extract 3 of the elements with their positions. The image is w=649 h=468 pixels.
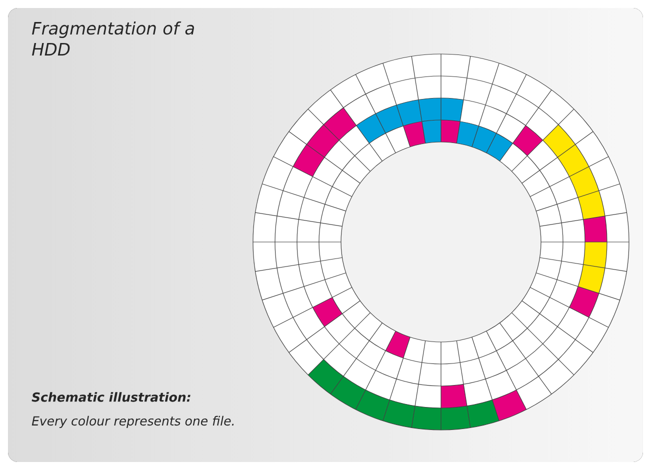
note: Every colour represents one file. bbox=[32, 416, 234, 428]
title: Fragmentation of a HDD bbox=[32, 22, 194, 56]
note: Schematic illustration: bbox=[32, 392, 190, 402]
